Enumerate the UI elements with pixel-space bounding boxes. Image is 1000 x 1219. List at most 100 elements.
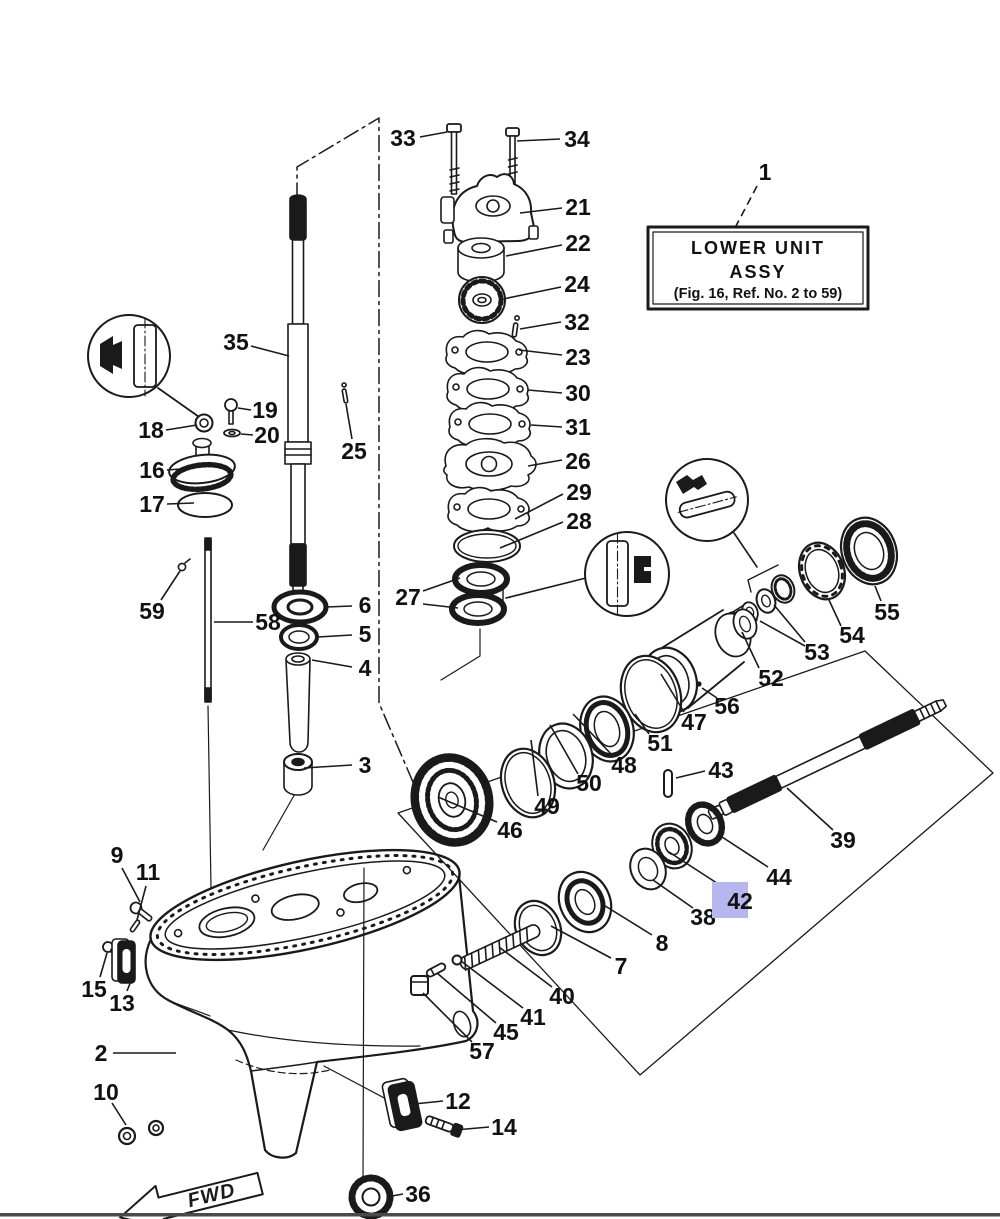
callout-45-number[interactable]: 45 (493, 1019, 519, 1045)
callout-1[interactable]: 1 (735, 159, 772, 227)
callout-22-number[interactable]: 22 (565, 230, 591, 256)
callout-17[interactable]: 17 (139, 491, 195, 517)
callout-59-number[interactable]: 59 (139, 598, 165, 624)
callout-35[interactable]: 35 (223, 329, 290, 357)
callout-30-number[interactable]: 30 (565, 380, 591, 406)
callout-9[interactable]: 9 (111, 842, 141, 903)
callout-12[interactable]: 12 (413, 1088, 471, 1114)
callout-21[interactable]: 21 (519, 194, 591, 220)
callout-29-number[interactable]: 29 (566, 479, 592, 505)
callout-49-number[interactable]: 49 (534, 793, 560, 819)
callout-53-number[interactable]: 53 (804, 639, 830, 665)
callout-49[interactable]: 49 (530, 739, 560, 819)
callout-48[interactable]: 48 (572, 713, 637, 778)
callout-26[interactable]: 26 (527, 448, 591, 474)
callout-31-number[interactable]: 31 (565, 414, 591, 440)
callout-28[interactable]: 28 (499, 508, 592, 549)
callout-25-number[interactable]: 25 (341, 438, 367, 464)
callout-24[interactable]: 24 (502, 271, 590, 300)
callout-47-number[interactable]: 47 (681, 709, 707, 735)
callout-5-number[interactable]: 5 (359, 621, 372, 647)
callout-43-number[interactable]: 43 (708, 757, 734, 783)
callout-57-number[interactable]: 57 (469, 1038, 495, 1064)
callout-50-number[interactable]: 50 (576, 770, 602, 796)
callout-23-number[interactable]: 23 (565, 344, 591, 370)
callout-42-number[interactable]: 42 (727, 888, 753, 914)
callout-24-number[interactable]: 24 (564, 271, 590, 297)
callout-15-number[interactable]: 15 (81, 976, 107, 1002)
callout-18[interactable]: 18 (138, 417, 198, 443)
callout-47[interactable]: 47 (660, 673, 707, 735)
callout-14[interactable]: 14 (454, 1114, 517, 1140)
callout-7-number[interactable]: 7 (615, 953, 628, 979)
callout-41[interactable]: 41 (460, 960, 546, 1030)
callout-46[interactable]: 46 (437, 796, 523, 843)
callout-22[interactable]: 22 (505, 230, 591, 257)
callout-34[interactable]: 34 (516, 126, 590, 152)
callout-1-number[interactable]: 1 (759, 159, 772, 185)
callout-38-number[interactable]: 38 (690, 904, 716, 930)
callout-36-number[interactable]: 36 (405, 1181, 431, 1207)
callout-8[interactable]: 8 (601, 903, 669, 956)
callout-30[interactable]: 30 (527, 380, 591, 406)
callout-15[interactable]: 15 (81, 952, 108, 1002)
callout-31[interactable]: 31 (530, 414, 591, 440)
callout-27-number[interactable]: 27 (395, 584, 421, 610)
callout-39[interactable]: 39 (786, 787, 856, 853)
callout-17-number[interactable]: 17 (139, 491, 165, 517)
callout-52-number[interactable]: 52 (758, 665, 784, 691)
callout-29[interactable]: 29 (514, 479, 592, 520)
callout-58-number[interactable]: 58 (255, 609, 281, 635)
callout-11-number[interactable]: 11 (136, 859, 161, 885)
callout-2[interactable]: 2 (95, 1040, 176, 1066)
callout-57[interactable]: 57 (422, 992, 495, 1064)
callout-9-number[interactable]: 9 (111, 842, 124, 868)
callout-44-number[interactable]: 44 (766, 864, 792, 890)
callout-18-number[interactable]: 18 (138, 417, 164, 443)
callout-54-number[interactable]: 54 (839, 622, 865, 648)
callout-38[interactable]: 38 (652, 879, 716, 930)
callout-41-number[interactable]: 41 (520, 1004, 546, 1030)
callout-10[interactable]: 10 (93, 1079, 127, 1126)
callout-50[interactable]: 50 (549, 724, 602, 796)
callout-32-number[interactable]: 32 (564, 309, 590, 335)
callout-3-number[interactable]: 3 (359, 752, 372, 778)
callout-5[interactable]: 5 (317, 621, 372, 647)
callout-39-number[interactable]: 39 (830, 827, 856, 853)
callout-20[interactable]: 20 (240, 422, 280, 448)
callout-56-number[interactable]: 56 (714, 693, 740, 719)
callout-40-number[interactable]: 40 (549, 983, 575, 1009)
callout-54[interactable]: 54 (828, 599, 865, 648)
callout-42[interactable]: 42 (668, 851, 753, 918)
callout-46-number[interactable]: 46 (497, 817, 523, 843)
callout-26-number[interactable]: 26 (565, 448, 591, 474)
callout-4[interactable]: 4 (311, 655, 372, 681)
callout-53[interactable]: 53 (759, 604, 830, 665)
callout-58[interactable]: 58 (214, 609, 281, 635)
callout-4-number[interactable]: 4 (359, 655, 372, 681)
callout-51-number[interactable]: 51 (647, 730, 673, 756)
callout-13[interactable]: 13 (109, 975, 135, 1016)
callout-36[interactable]: 36 (391, 1181, 431, 1207)
callout-7[interactable]: 7 (550, 925, 628, 979)
callout-16-number[interactable]: 16 (139, 457, 165, 483)
callout-3[interactable]: 3 (303, 752, 372, 778)
callout-52[interactable]: 52 (741, 631, 784, 691)
callout-20-number[interactable]: 20 (254, 422, 280, 448)
callout-10-number[interactable]: 10 (93, 1079, 119, 1105)
callout-6-number[interactable]: 6 (359, 592, 372, 618)
callout-16[interactable]: 16 (139, 457, 195, 483)
callout-2-number[interactable]: 2 (95, 1040, 108, 1066)
callout-44[interactable]: 44 (718, 834, 792, 890)
callout-48-number[interactable]: 48 (611, 752, 637, 778)
callout-59[interactable]: 59 (139, 570, 181, 624)
callout-19-number[interactable]: 19 (252, 397, 278, 423)
callout-32[interactable]: 32 (519, 309, 590, 335)
callout-28-number[interactable]: 28 (566, 508, 592, 534)
callout-43[interactable]: 43 (675, 757, 734, 783)
callout-21-number[interactable]: 21 (565, 194, 591, 220)
callout-51[interactable]: 51 (634, 713, 673, 756)
callout-19[interactable]: 19 (237, 397, 278, 423)
callout-8-number[interactable]: 8 (656, 930, 669, 956)
callout-33-number[interactable]: 33 (390, 125, 416, 151)
